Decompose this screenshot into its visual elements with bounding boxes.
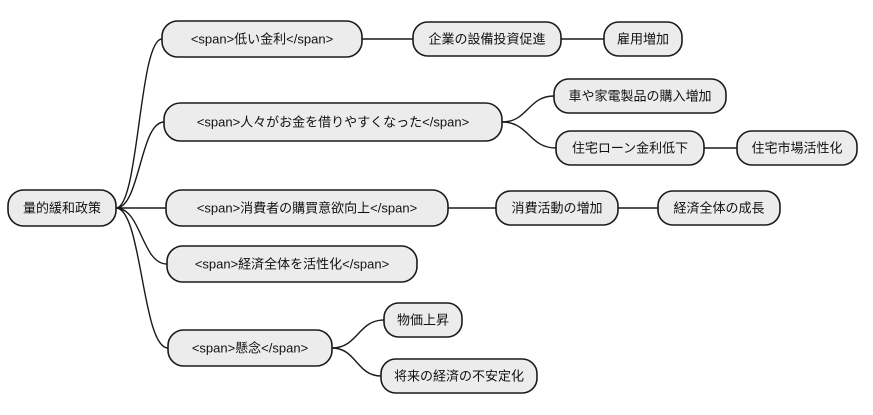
edge-root-to-b1 bbox=[115, 38, 163, 209]
mindmap-node-b4[interactable]: <span>経済全体を活性化</span> bbox=[166, 245, 418, 283]
node-label-b2c2c1: 住宅市場活性化 bbox=[751, 140, 842, 155]
node-shape-root bbox=[7, 189, 117, 227]
node-label-b1: <span>低い金利</span> bbox=[191, 31, 333, 46]
node-label-b5c1: 物価上昇 bbox=[397, 312, 449, 327]
mindmap-node-b5c2[interactable]: 将来の経済の不安定化 bbox=[380, 358, 538, 394]
node-label-b3: <span>消費者の購買意欲向上</span> bbox=[197, 200, 417, 215]
edge-layer bbox=[115, 38, 738, 377]
mindmap-node-b2[interactable]: <span>人々がお金を借りやすくなった</span> bbox=[163, 102, 503, 142]
mindmap-node-root[interactable]: 量的緩和政策 bbox=[7, 189, 117, 227]
mindmap-node-b2c2c1[interactable]: 住宅市場活性化 bbox=[736, 130, 858, 166]
node-label-b1c1: 企業の設備投資促進 bbox=[428, 31, 545, 46]
node-shape-b3 bbox=[165, 189, 449, 227]
mindmap-node-b3c1[interactable]: 消費活動の増加 bbox=[495, 190, 619, 226]
node-label-b5c2: 将来の経済の不安定化 bbox=[394, 368, 524, 383]
mindmap-node-b2c2[interactable]: 住宅ローン金利低下 bbox=[555, 130, 705, 166]
node-shape-b2c2c1 bbox=[736, 130, 858, 166]
node-shape-b2c1 bbox=[553, 78, 727, 114]
mindmap-node-b5[interactable]: <span>懸念</span> bbox=[167, 329, 333, 367]
edge-b2-to-b2c2 bbox=[501, 121, 557, 149]
mindmap-node-b2c1[interactable]: 車や家電製品の購入増加 bbox=[553, 78, 727, 114]
node-shape-b4 bbox=[166, 245, 418, 283]
node-label-b4: <span>経済全体を活性化</span> bbox=[195, 256, 389, 271]
node-shape-b1c1c1 bbox=[603, 21, 683, 57]
edge-b5-to-b5c1 bbox=[331, 319, 385, 349]
node-label-b3c1: 消費活動の増加 bbox=[511, 200, 602, 215]
node-label-b1c1c1: 雇用増加 bbox=[617, 31, 669, 46]
node-shape-b3c1 bbox=[495, 190, 619, 226]
node-shape-b3c1c1 bbox=[657, 190, 781, 226]
node-label-b5: <span>懸念</span> bbox=[192, 340, 308, 355]
node-shape-b2c2 bbox=[555, 130, 705, 166]
edge-b5-to-b5c2 bbox=[331, 347, 382, 377]
node-layer: 量的緩和政策 <span>低い金利</span> 企業の設備投資促進 雇用増加 <spa… bbox=[7, 20, 858, 394]
node-shape-b1 bbox=[161, 20, 363, 58]
node-shape-b5c2 bbox=[380, 358, 538, 394]
edge-root-to-b2 bbox=[115, 121, 165, 209]
mindmap-node-b3[interactable]: <span>消費者の購買意欲向上</span> bbox=[165, 189, 449, 227]
mindmap-node-b1[interactable]: <span>低い金利</span> bbox=[161, 20, 363, 58]
node-shape-b2 bbox=[163, 102, 503, 142]
node-label-b3c1c1: 経済全体の成長 bbox=[673, 200, 764, 215]
mindmap-node-b1c1[interactable]: 企業の設備投資促進 bbox=[412, 21, 562, 57]
mindmap-node-b1c1c1[interactable]: 雇用増加 bbox=[603, 21, 683, 57]
node-label-root: 量的緩和政策 bbox=[23, 200, 101, 215]
node-label-b2c2: 住宅ローン金利低下 bbox=[572, 140, 688, 155]
node-label-b2: <span>人々がお金を借りやすくなった</span> bbox=[197, 114, 469, 129]
node-shape-b5 bbox=[167, 329, 333, 367]
node-shape-b5c1 bbox=[383, 302, 463, 338]
node-label-b2c1: 車や家電製品の購入増加 bbox=[568, 88, 711, 103]
mindmap-node-b3c1c1[interactable]: 経済全体の成長 bbox=[657, 190, 781, 226]
node-shape-b1c1 bbox=[412, 21, 562, 57]
edge-b2-to-b2c1 bbox=[501, 95, 555, 123]
mindmap-node-b5c1[interactable]: 物価上昇 bbox=[383, 302, 463, 338]
edge-root-to-b5 bbox=[115, 207, 169, 349]
edge-root-to-b4 bbox=[115, 207, 168, 265]
